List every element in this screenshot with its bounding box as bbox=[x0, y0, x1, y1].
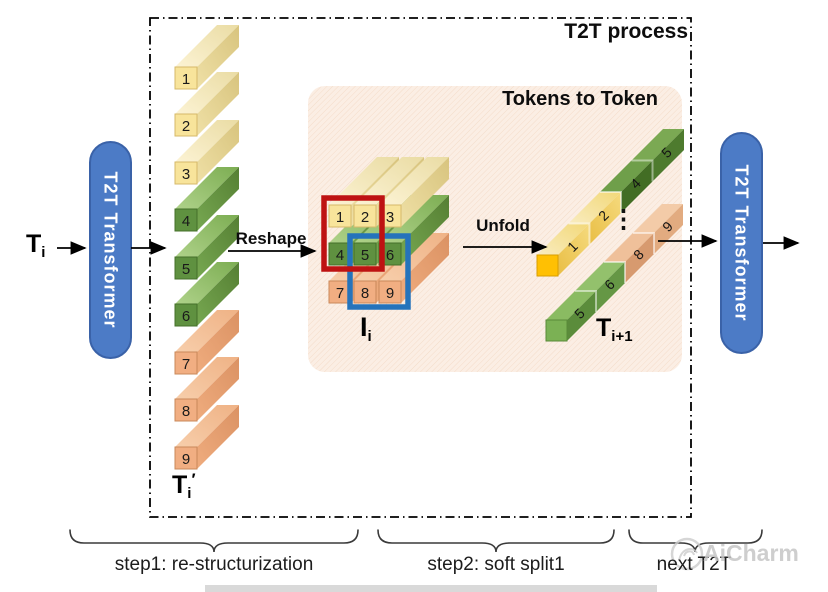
watermark-text: AiCharm bbox=[703, 540, 799, 566]
grid-cell-3-label: 3 bbox=[386, 209, 394, 226]
token-bar-3-label: 3 bbox=[182, 166, 190, 183]
token-bar-1: 1 bbox=[174, 25, 239, 90]
token-bar-7-label: 7 bbox=[182, 356, 190, 373]
token-bar-8: 8 bbox=[174, 357, 239, 422]
grid-cell-4-label: 4 bbox=[336, 247, 344, 264]
token-bar-1-label: 1 bbox=[182, 71, 190, 88]
token-bar-6: 6 bbox=[174, 262, 239, 327]
grid-cell-9: 9 bbox=[378, 233, 449, 304]
step1-label: step1: re-structurization bbox=[114, 554, 314, 575]
step3-label: next T2T bbox=[656, 554, 732, 575]
token-bar-8-label: 8 bbox=[182, 403, 190, 420]
ellipsis: ⋮ bbox=[611, 205, 636, 233]
token-bar-6-label: 6 bbox=[182, 308, 190, 325]
t2t-transformer-left-label: T2T Transformer bbox=[100, 171, 121, 329]
grid-cell-5-label: 5 bbox=[361, 247, 369, 264]
grid-cell-6-label: 6 bbox=[386, 247, 394, 264]
grid-cell-9-label: 9 bbox=[386, 285, 394, 302]
soft-split-window-red bbox=[321, 195, 385, 272]
output-token-label: Ti+1 bbox=[596, 314, 633, 345]
token-stack: 9 8 7 6 5 bbox=[174, 25, 239, 470]
grid-cell-1-label: 1 bbox=[336, 209, 344, 226]
token-bar-5-label: 5 bbox=[182, 261, 190, 278]
brace-next bbox=[628, 529, 763, 553]
token-bar-4-label: 4 bbox=[182, 213, 190, 230]
brace-step2 bbox=[377, 529, 615, 553]
grid-cell-3: 3 bbox=[378, 157, 449, 228]
step2-label: step2: soft split1 bbox=[427, 554, 565, 575]
brace-step1 bbox=[69, 529, 359, 553]
unfold-label: Unfold bbox=[476, 216, 530, 235]
t2t-transformer-right bbox=[720, 132, 763, 354]
token-bar-5: 5 bbox=[174, 215, 239, 280]
token-bar-9-label: 9 bbox=[182, 451, 190, 468]
t2t-process-border bbox=[149, 17, 692, 518]
watermark: AiCharm bbox=[703, 540, 799, 567]
grid-label: Ii bbox=[360, 312, 372, 345]
stack-label: Ti′ bbox=[172, 470, 196, 502]
grid-cell-7-label: 7 bbox=[336, 285, 344, 302]
token-bar-7: 7 bbox=[174, 310, 239, 375]
figure-title: T2T process bbox=[564, 20, 688, 43]
input-token-label: Ti bbox=[26, 230, 46, 261]
token-bar-2-label: 2 bbox=[182, 118, 190, 135]
token-bar-4: 4 bbox=[174, 167, 239, 232]
token-bar-3: 3 bbox=[174, 120, 239, 185]
bottom-gray-strip bbox=[205, 585, 657, 592]
t2t-transformer-right-label: T2T Transformer bbox=[731, 164, 752, 322]
watermark-logo-icon bbox=[670, 537, 704, 571]
grid-cell-8-label: 8 bbox=[361, 285, 369, 302]
token-bar-9: 9 bbox=[174, 405, 239, 470]
panel-title: Tokens to Token bbox=[502, 88, 658, 110]
token-bar-2: 2 bbox=[174, 72, 239, 137]
t2t-transformer-left bbox=[89, 141, 132, 359]
reshape-label: Reshape bbox=[235, 229, 307, 248]
grid-cell-2-label: 2 bbox=[361, 209, 369, 226]
unfold-top-bar: 1 2 4 5 bbox=[536, 129, 684, 277]
